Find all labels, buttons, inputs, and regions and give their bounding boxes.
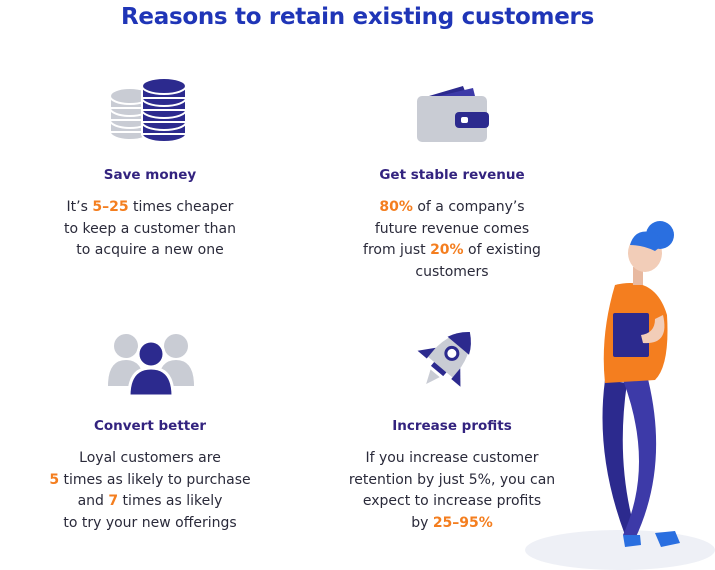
body-text: of a company’s (412, 199, 525, 215)
body-text: times as likely (118, 493, 223, 509)
body-line: from just 20% of existing (322, 240, 582, 262)
rocket-icon (417, 331, 471, 387)
body-line: and 7 times as likely (20, 491, 280, 513)
body-line: expect to increase profits (322, 491, 582, 513)
card-body: If you increase customer retention by jus… (322, 448, 582, 534)
body-text: If you increase customer (365, 450, 539, 466)
card-body: Loyal customers are 5 times as likely to … (20, 448, 280, 534)
body-text: by (411, 514, 433, 531)
body-line: to keep a customer than (20, 219, 280, 241)
highlight-stat: 25–95% (432, 514, 493, 531)
page-title: Reasons to retain existing customers (121, 4, 594, 30)
body-line: 80% of a company’s (322, 197, 582, 219)
body-line: future revenue comes (322, 219, 582, 241)
body-line: to acquire a new one (20, 240, 280, 262)
body-text: to try your new offerings (63, 514, 237, 531)
body-text: times cheaper (128, 199, 234, 215)
body-text: to keep a customer than (64, 220, 236, 237)
person-illustration (525, 221, 715, 570)
card-increase-profits: Increase profits If you increase custome… (322, 418, 582, 534)
highlight-stat: 20% (430, 242, 464, 258)
body-text: of existing (463, 242, 541, 258)
highlight-stat: 5 (49, 471, 60, 488)
highlight-stat: 7 (108, 493, 119, 509)
coins-icon (110, 77, 187, 143)
body-text: future revenue comes (374, 220, 530, 237)
highlight-stat: 5–25 (92, 199, 129, 215)
card-heading: Save money (103, 167, 197, 183)
body-text: and (77, 493, 109, 509)
body-line: to try your new offerings (20, 513, 280, 535)
card-convert-better: Convert better Loyal customers are 5 time… (20, 418, 280, 534)
body-line: Loyal customers are (20, 448, 280, 470)
body-line: If you increase customer (322, 448, 582, 470)
body-line: retention by just 5%, you can (322, 470, 582, 492)
body-text: customers (415, 263, 489, 280)
card-heading: Increase profits (392, 418, 512, 434)
body-line: by 25–95% (322, 513, 582, 535)
users-icon (108, 334, 194, 396)
body-text: Loyal customers are (79, 450, 221, 466)
body-line: 5 times as likely to purchase (20, 470, 280, 492)
body-text: expect to increase profits (362, 493, 542, 509)
body-text: retention by just 5%, you can (348, 471, 556, 488)
body-line: It’s 5–25 times cheaper (20, 197, 280, 219)
highlight-stat: 80% (379, 199, 413, 215)
card-heading: Convert better (93, 418, 207, 434)
body-text: from just (363, 242, 431, 258)
card-heading: Get stable revenue (379, 167, 525, 183)
body-line: customers (322, 262, 582, 284)
wallet-icon (417, 86, 489, 142)
body-text: to acquire a new one (76, 242, 224, 258)
body-text: It’s (66, 199, 93, 215)
body-text: times as likely to purchase (59, 471, 251, 488)
